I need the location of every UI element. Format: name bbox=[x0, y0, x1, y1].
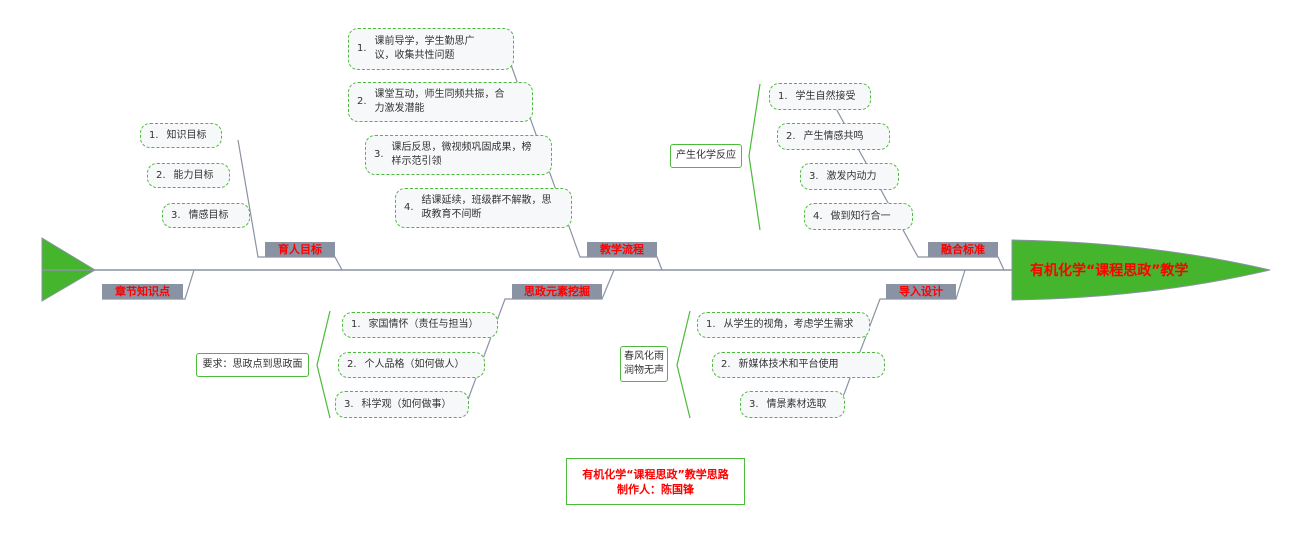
item-text: 个人品格（如何做人） bbox=[364, 359, 465, 370]
sizheng-group-label[interactable]: 要求：思政点到思政面 bbox=[196, 353, 309, 377]
item-number: 3. bbox=[171, 209, 181, 221]
item-text: 新媒体技术和平台使用 bbox=[738, 359, 839, 370]
item-text: 从学生的视角，考虑学生需求 bbox=[723, 319, 854, 330]
item-number: 3. bbox=[809, 170, 819, 182]
item-number: 1. bbox=[778, 90, 788, 102]
item-number: 2. bbox=[786, 130, 796, 142]
item-number: 2. bbox=[721, 359, 731, 370]
yuren-item[interactable]: 1. 知识目标 bbox=[140, 123, 222, 148]
yuren-item[interactable]: 3. 情感目标 bbox=[162, 203, 250, 228]
ronghe-item[interactable]: 2. 产生情感共鸣 bbox=[777, 123, 890, 150]
sizheng-item[interactable]: 3. 科学观（如何做事） bbox=[335, 391, 469, 418]
ronghe-item[interactable]: 3. 激发内动力 bbox=[800, 163, 899, 190]
sizheng-item[interactable]: 2. 个人品格（如何做人） bbox=[338, 352, 485, 378]
branch-label-yuren[interactable]: 育人目标 bbox=[265, 242, 335, 257]
item-text: 家国情怀（责任与担当） bbox=[368, 319, 479, 330]
daoru-item[interactable]: 1. 从学生的视角，考虑学生需求 bbox=[697, 312, 870, 338]
branch-label-sizheng[interactable]: 思政元素挖掘 bbox=[512, 284, 602, 299]
item-text: 做到知行合一 bbox=[830, 210, 891, 222]
jiaoxue-item[interactable]: 2. 课堂互动，师生同频共振，合力激发潜能 bbox=[348, 82, 533, 122]
item-text: 学生自然接受 bbox=[795, 90, 856, 102]
daoru-item[interactable]: 2. 新媒体技术和平台使用 bbox=[712, 352, 885, 378]
diagram-title: 有机化学“课程思政”教学 bbox=[1030, 263, 1189, 279]
item-text: 科学观（如何做事） bbox=[361, 398, 452, 410]
footer-caption: 有机化学“课程思政”教学思路制作人：陈国锋 bbox=[566, 458, 745, 505]
item-number: 1. bbox=[351, 319, 361, 330]
ronghe-group-label[interactable]: 产生化学反应 bbox=[670, 144, 742, 168]
item-number: 2. bbox=[156, 169, 166, 181]
item-number: 1. bbox=[706, 319, 716, 330]
branch-label-zhangjie[interactable]: 章节知识点 bbox=[102, 284, 183, 299]
item-text: 能力目标 bbox=[173, 169, 214, 181]
footer-title: 有机化学“课程思政”教学思路 bbox=[582, 468, 729, 481]
item-text: 课堂互动，师生同频共振，合力激发潜能 bbox=[374, 89, 505, 114]
daoru-group-label[interactable]: 春风化雨润物无声 bbox=[620, 346, 668, 382]
branch-label-daoru[interactable]: 导入设计 bbox=[886, 284, 956, 299]
item-number: 3. bbox=[749, 398, 759, 410]
item-number: 2. bbox=[357, 96, 367, 107]
item-text: 情感目标 bbox=[188, 209, 229, 221]
branch-label-jiaoxue[interactable]: 教学流程 bbox=[587, 242, 657, 257]
yuren-item[interactable]: 2. 能力目标 bbox=[147, 163, 230, 188]
jiaoxue-item[interactable]: 1. 课前导学，学生勤思广议，收集共性问题 bbox=[348, 28, 514, 70]
item-number: 2. bbox=[347, 359, 357, 370]
ronghe-item[interactable]: 1. 学生自然接受 bbox=[769, 83, 871, 110]
item-text: 知识目标 bbox=[166, 129, 207, 141]
jiaoxue-item[interactable]: 3. 课后反思，微视频巩固成果，榜样示范引领 bbox=[365, 135, 552, 175]
head-shape bbox=[1011, 239, 1271, 301]
item-number: 1. bbox=[357, 43, 367, 54]
item-text: 情景素材选取 bbox=[766, 398, 827, 410]
sizheng-item[interactable]: 1. 家国情怀（责任与担当） bbox=[342, 312, 498, 338]
item-text: 结课延续，班级群不解散，思政教育不间断 bbox=[421, 195, 552, 220]
item-number: 3. bbox=[344, 398, 354, 410]
daoru-item[interactable]: 3. 情景素材选取 bbox=[740, 391, 845, 418]
branch-label-ronghe[interactable]: 融合标准 bbox=[928, 242, 998, 257]
item-number: 1. bbox=[149, 129, 159, 141]
item-text: 课前导学，学生勤思广议，收集共性问题 bbox=[374, 36, 475, 61]
item-text: 课后反思，微视频巩固成果，榜样示范引领 bbox=[391, 142, 532, 167]
item-text: 产生情感共鸣 bbox=[803, 130, 864, 142]
item-number: 4. bbox=[813, 210, 823, 222]
ronghe-item[interactable]: 4. 做到知行合一 bbox=[804, 203, 913, 230]
footer-author: 制作人：陈国锋 bbox=[617, 483, 694, 496]
jiaoxue-item[interactable]: 4. 结课延续，班级群不解散，思政教育不间断 bbox=[395, 188, 572, 228]
item-number: 3. bbox=[374, 149, 384, 160]
item-number: 4. bbox=[404, 202, 414, 213]
item-text: 激发内动力 bbox=[826, 170, 877, 182]
